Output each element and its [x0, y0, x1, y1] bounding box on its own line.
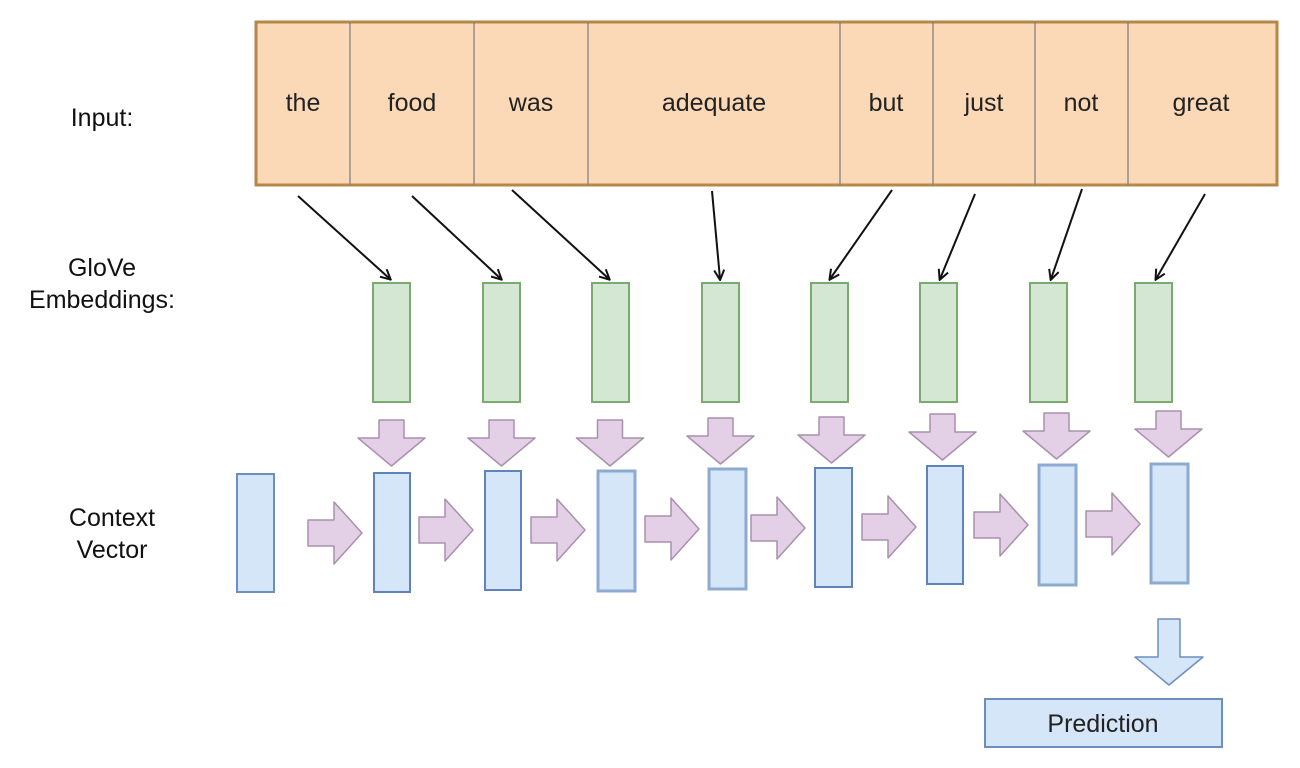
context-vectors	[236, 462, 1190, 593]
embedding-to-context-arrows	[357, 410, 1203, 467]
token-to-embedding-arrow	[297, 195, 390, 279]
right-arrow	[750, 496, 806, 560]
embedding-vector	[482, 282, 521, 403]
token-to-embedding-arrow	[411, 195, 501, 279]
token-to-embedding-arrow	[711, 190, 720, 279]
token-word: adequate	[662, 89, 766, 117]
down-arrow	[1134, 410, 1203, 458]
token-word: was	[508, 89, 553, 117]
token-to-embedding-arrow	[511, 189, 609, 279]
token-word: great	[1173, 89, 1230, 117]
right-arrow	[973, 493, 1029, 557]
down-arrow	[467, 419, 536, 467]
down-arrow	[575, 419, 645, 467]
context-row-label-line2: Vector	[77, 536, 148, 564]
token-to-embedding-arrow	[940, 193, 976, 279]
context-vector	[707, 467, 748, 591]
down-arrow	[357, 419, 426, 467]
right-arrow	[530, 498, 586, 562]
token-word: but	[869, 89, 904, 117]
token-word: the	[286, 89, 321, 117]
right-arrow	[1085, 492, 1141, 556]
context-row-label-line1: Context	[69, 504, 155, 532]
down-arrow	[797, 416, 866, 464]
glove-embeddings	[372, 282, 1173, 403]
embedding-vector	[919, 282, 958, 403]
embedding-vector	[701, 282, 740, 403]
prediction-box-border	[984, 698, 1223, 748]
right-arrow	[307, 501, 363, 565]
embedding-vector	[1134, 282, 1173, 403]
context-vector	[814, 467, 853, 588]
right-arrow	[418, 498, 474, 562]
output-down-arrow	[1134, 618, 1204, 686]
token-to-embedding-arrows	[297, 188, 1206, 279]
embedding-vector	[591, 282, 630, 403]
input-sentence-box: the food was adequate but just not great	[254, 20, 1279, 187]
token-to-embedding-arrow	[1156, 193, 1206, 279]
token-to-embedding-arrow	[1051, 188, 1083, 279]
prediction-box: Prediction	[984, 698, 1223, 748]
input-box-border	[254, 20, 1279, 187]
glove-row-label-line2: Embeddings:	[29, 286, 175, 314]
token-word: not	[1064, 89, 1099, 117]
glove-row-label-line1: GloVe	[68, 254, 136, 282]
token-word: just	[964, 89, 1004, 117]
down-arrow	[1022, 412, 1091, 460]
context-vector	[373, 472, 411, 593]
context-vector	[1149, 462, 1190, 585]
right-arrow	[644, 497, 700, 561]
prediction-label: Prediction	[1047, 710, 1158, 738]
recurrent-transition-arrows	[307, 492, 1141, 565]
embedding-vector	[372, 282, 411, 403]
context-vector	[596, 469, 637, 593]
context-vector	[1037, 463, 1078, 587]
context-vector	[484, 470, 522, 591]
embedding-vector	[810, 282, 849, 403]
right-arrow	[861, 495, 917, 559]
token-to-embedding-arrow	[830, 189, 893, 279]
token-word: food	[388, 89, 437, 117]
embedding-vector	[1029, 282, 1068, 403]
down-arrow	[908, 413, 977, 461]
down-arrow	[686, 417, 755, 465]
initial-context-vector	[236, 473, 275, 593]
input-row-label: Input:	[71, 104, 134, 132]
context-vector	[926, 465, 964, 585]
